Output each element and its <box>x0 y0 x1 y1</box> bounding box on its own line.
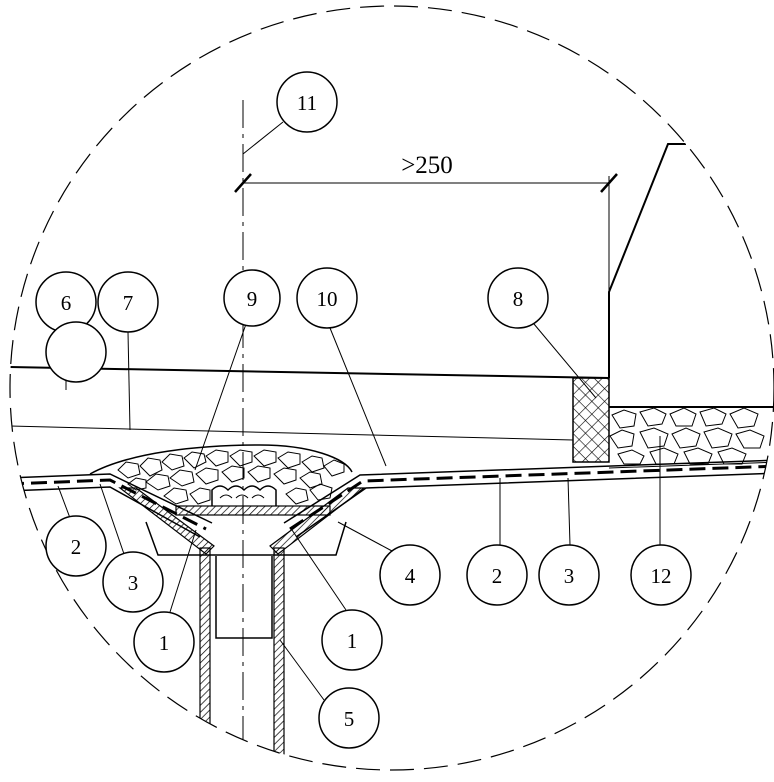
pipe-wall-left <box>199 547 211 770</box>
drain-flange-right <box>269 487 366 555</box>
callout-3-left: 3 <box>102 551 164 613</box>
callout-2-left <box>45 321 107 383</box>
callout-3-left-label: 3 <box>128 571 139 595</box>
callout-10: 10 <box>296 267 358 329</box>
gravel-mound-outline <box>89 444 353 475</box>
wall-gravel-protection <box>609 407 765 465</box>
callout-8: 8 <box>487 267 549 329</box>
strainer-cap <box>211 485 277 506</box>
callout-3-right-label: 3 <box>564 564 575 588</box>
strainer-plate <box>175 505 331 516</box>
parapet-wall-outline <box>608 143 686 378</box>
callout-1-right-label: 1 <box>347 629 358 653</box>
callout-9-label: 9 <box>247 287 258 311</box>
callout-11-label: 11 <box>297 91 317 115</box>
callout-5: 5 <box>318 687 380 749</box>
leader-lines <box>57 121 661 701</box>
callout-12-label: 12 <box>651 564 672 588</box>
callout-2-right: 2 <box>466 544 528 606</box>
membrane-dashed-left <box>10 478 207 531</box>
callout-12: 12 <box>630 544 692 606</box>
callout-11: 11 <box>276 71 338 133</box>
membrane-bottom-right <box>295 472 774 538</box>
drain-flange-left <box>118 487 215 555</box>
callout-9: 9 <box>223 269 281 327</box>
callout-4: 4 <box>379 544 441 606</box>
pipe-wall-right <box>273 547 285 770</box>
callout-7-label: 7 <box>123 291 134 315</box>
joint-sealant-block <box>572 377 610 463</box>
gravel-drain-stones <box>117 449 345 505</box>
callout-4-label: 4 <box>405 564 416 588</box>
callout-5-label: 5 <box>344 707 355 731</box>
callout-1-left: 1 <box>133 611 195 673</box>
callout-1-right: 1 <box>321 609 383 671</box>
topping-surface-line <box>10 366 610 379</box>
screed-slope-line <box>10 425 574 441</box>
drain-inner-sleeve <box>215 556 273 639</box>
callout-6-label: 6 <box>61 291 72 315</box>
callout-6: 6 <box>35 271 97 333</box>
callout-2-l: 2 <box>45 515 107 577</box>
dimension-label: >250 <box>401 152 453 179</box>
callout-7: 7 <box>97 271 159 333</box>
drain-funnel-outline <box>145 521 347 556</box>
strainer-cap-ribs <box>219 494 265 499</box>
callout-10-label: 10 <box>317 287 338 311</box>
dimension-line-group <box>234 173 618 292</box>
detail-boundary-circle <box>9 5 774 771</box>
gravel-base-line <box>608 461 774 469</box>
callout-2-left-label: 2 <box>71 535 82 559</box>
callout-8-label: 8 <box>513 287 524 311</box>
callout-1-left-label: 1 <box>159 631 170 655</box>
callout-2-right-label: 2 <box>492 564 503 588</box>
callout-3-right: 3 <box>538 544 600 606</box>
